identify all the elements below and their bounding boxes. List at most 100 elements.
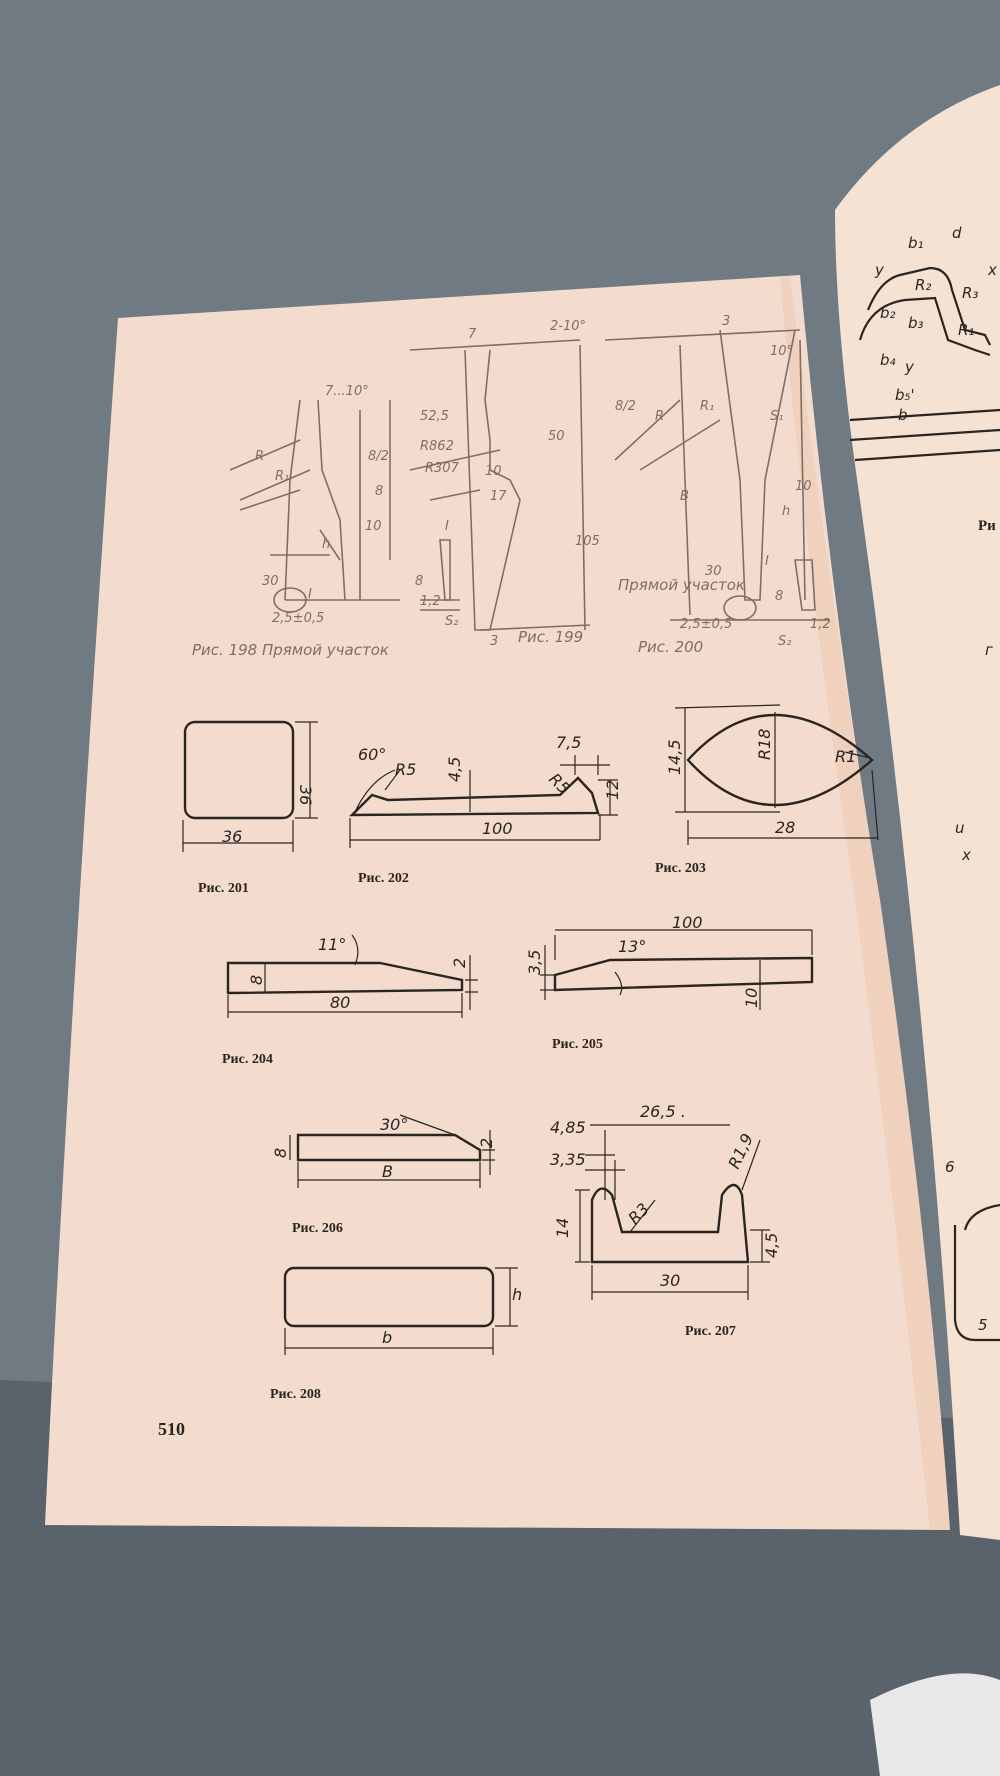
fig201-dim-height: 36 bbox=[296, 785, 315, 805]
fig199-label-i: I bbox=[445, 519, 449, 534]
fig204-dim-8: 8 bbox=[247, 975, 266, 985]
right-label-b: b bbox=[898, 406, 908, 424]
top-figures bbox=[229, 329, 830, 631]
right-label-y2: y bbox=[904, 358, 915, 376]
fig198-label-angle: 7...10° bbox=[325, 384, 369, 399]
fig205-drawing bbox=[553, 956, 814, 992]
fig203-dims bbox=[674, 704, 879, 845]
fig206-caption: Рис. 206 bbox=[292, 1221, 343, 1236]
fig208-dim-b: b bbox=[382, 1328, 392, 1347]
fig202-dim-100: 100 bbox=[482, 819, 513, 838]
right-page-labels: b₁ d y x R₂ R₃ R₁ b₂ b₃ b₄ y b₅' b Ри г … bbox=[874, 224, 997, 1334]
fig206-drawing bbox=[296, 1133, 482, 1162]
fig205-dims bbox=[540, 929, 813, 1010]
fig200-label-tolerance: 2,5±0,5 bbox=[680, 617, 732, 632]
fig203-dim-14-5: 14,5 bbox=[665, 739, 684, 775]
fig200-label-8-2: 8/2 bbox=[615, 399, 636, 414]
fig198-label-10: 10 bbox=[365, 519, 382, 534]
right-label-y: y bbox=[874, 261, 885, 279]
fig199-label-r862: R862 bbox=[420, 439, 454, 454]
fig199-label-3: 3 bbox=[490, 634, 498, 649]
fig198-label-8-2: 8/2 bbox=[368, 449, 389, 464]
fig199-label-17: 17 bbox=[490, 489, 507, 504]
fig207-dim-30: 30 bbox=[660, 1271, 680, 1290]
right-label-5: 5 bbox=[978, 1316, 988, 1334]
main-figure-captions: Рис. 201 Рис. 202 Рис. 203 Рис. 204 Рис.… bbox=[198, 861, 736, 1402]
fig198-caption: Рис. 198 Прямой участок bbox=[192, 641, 389, 659]
fig207-drawing bbox=[590, 1183, 750, 1264]
fig207-dim-4-5: 4,5 bbox=[762, 1233, 781, 1258]
fig200-label-r: R bbox=[655, 409, 664, 424]
fig200-label-h: h bbox=[782, 504, 790, 519]
fig200-label-s1: S₁ bbox=[770, 409, 783, 424]
fig198-drawing bbox=[229, 399, 400, 613]
fig200-label-3: 3 bbox=[722, 314, 730, 329]
right-label-b2: b₂ bbox=[880, 304, 896, 322]
fig199-label-10: 10 bbox=[485, 464, 502, 479]
right-label-6: 6 bbox=[945, 1158, 955, 1176]
fig204-dims bbox=[227, 934, 478, 1018]
fig199-label-r307: R307 bbox=[425, 461, 460, 476]
right-label-ri: Ри bbox=[978, 518, 996, 534]
right-label-b4: b₄ bbox=[880, 351, 896, 369]
fig198-label-r: R bbox=[255, 449, 264, 464]
fig205-dim-angle: 13° bbox=[618, 937, 646, 956]
fig206-dim-angle: 30° bbox=[380, 1115, 408, 1134]
fig202-dim-depth: 4,5 bbox=[445, 757, 464, 782]
right-label-x: x bbox=[987, 261, 997, 279]
fig208-caption: Рис. 208 bbox=[270, 1387, 321, 1402]
fig207-dim-4-85: 4,85 bbox=[550, 1118, 586, 1137]
fig202-caption: Рис. 202 bbox=[358, 871, 409, 886]
fig200-caption: Рис. 200 bbox=[638, 638, 703, 656]
fig200-label-8: 8 bbox=[775, 589, 783, 604]
fig207-dim-3-35: 3,35 bbox=[550, 1150, 586, 1169]
fig203-drawing bbox=[686, 713, 874, 807]
fig199-label-s2: S₂ bbox=[445, 614, 458, 629]
fig198-label-h: h bbox=[322, 537, 330, 552]
fig207-dim-26-5: 26,5 . bbox=[640, 1102, 686, 1121]
fig198-label-r1: R₁ bbox=[275, 469, 289, 484]
fig207-dims bbox=[575, 1124, 770, 1300]
fig201-drawing bbox=[183, 720, 295, 820]
fig204-dim-angle: 11° bbox=[318, 935, 346, 954]
fig200-note: Прямой участок bbox=[618, 576, 745, 594]
fig203-caption: Рис. 203 bbox=[655, 861, 706, 876]
top-figure-captions: Рис. 198 Прямой участок Рис. 199 Прямой … bbox=[192, 576, 745, 659]
fig206-dim-b: B bbox=[382, 1162, 393, 1181]
right-label-r3: R₃ bbox=[962, 284, 978, 302]
right-label-b1: b₁ bbox=[908, 234, 924, 252]
fig205-dim-3-5: 3,5 bbox=[525, 950, 544, 975]
fig203-dim-r1: R1 bbox=[835, 747, 856, 766]
right-page bbox=[835, 85, 1000, 1540]
fig199-label-7: 7 bbox=[468, 327, 477, 342]
fig198-label-8: 8 bbox=[375, 484, 383, 499]
right-label-b5: b₅' bbox=[895, 386, 915, 404]
fig198-label-30: 30 bbox=[262, 574, 279, 589]
right-page-drawing bbox=[849, 266, 1000, 1342]
fig200-label-30: 30 bbox=[705, 564, 722, 579]
fig202-dims bbox=[349, 755, 618, 848]
fig208-drawing bbox=[283, 1266, 495, 1328]
top-figure-labels: 7...10° R R₁ 8/2 8 10 h 30 I 2,5±0,5 7 2… bbox=[255, 314, 831, 649]
fig206-dim-8: 8 bbox=[271, 1148, 290, 1158]
fig199-label-8: 8 bbox=[415, 574, 423, 589]
main-figures bbox=[182, 704, 879, 1355]
fig201-dim-width: 36 bbox=[222, 827, 242, 846]
fig205-dim-100: 100 bbox=[672, 913, 703, 932]
right-label-d: d bbox=[952, 224, 962, 242]
fig200-label-1-2: 1,2 bbox=[810, 617, 831, 632]
fig200-label-angle: 10° bbox=[770, 344, 793, 359]
right-label-b3: b₃ bbox=[908, 314, 924, 332]
fig202-dim-12: 12 bbox=[603, 780, 622, 800]
fig200-label-i: I bbox=[765, 554, 769, 569]
fig200-label-s2: S₂ bbox=[778, 634, 791, 649]
fig200-label-r1: R₁ bbox=[700, 399, 714, 414]
fig199-label-105: 105 bbox=[575, 534, 600, 549]
fig199-caption: Рис. 199 bbox=[518, 628, 583, 646]
right-label-r2: R₂ bbox=[915, 276, 931, 294]
fig206-dim-2: 2 bbox=[477, 1138, 496, 1148]
right-label-u: u bbox=[955, 819, 965, 837]
fig200-label-10: 10 bbox=[795, 479, 812, 494]
fig201-caption: Рис. 201 bbox=[198, 881, 249, 896]
